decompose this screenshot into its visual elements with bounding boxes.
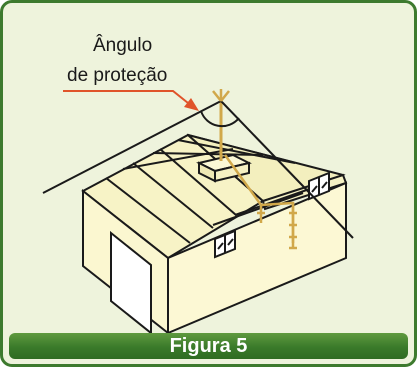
- roof-monitor: [196, 153, 252, 183]
- window-left: [214, 229, 236, 259]
- label-leader-line: [63, 90, 189, 104]
- protection-cone: [42, 100, 354, 239]
- lightning-rod-tip: [212, 89, 230, 102]
- angle-label-line2: de proteção: [67, 65, 167, 86]
- down-conductor: [223, 154, 297, 250]
- protection-angle-arc: [200, 110, 240, 128]
- front-right-wall: [167, 181, 347, 335]
- roof-ridges: [105, 139, 322, 244]
- lightning-protection-diagram: Ângulo de proteção: [42, 34, 354, 336]
- label-leader-arrow: [184, 98, 199, 111]
- figure-caption: Figura 5: [9, 333, 408, 359]
- angle-label-line1: Ângulo: [93, 34, 152, 56]
